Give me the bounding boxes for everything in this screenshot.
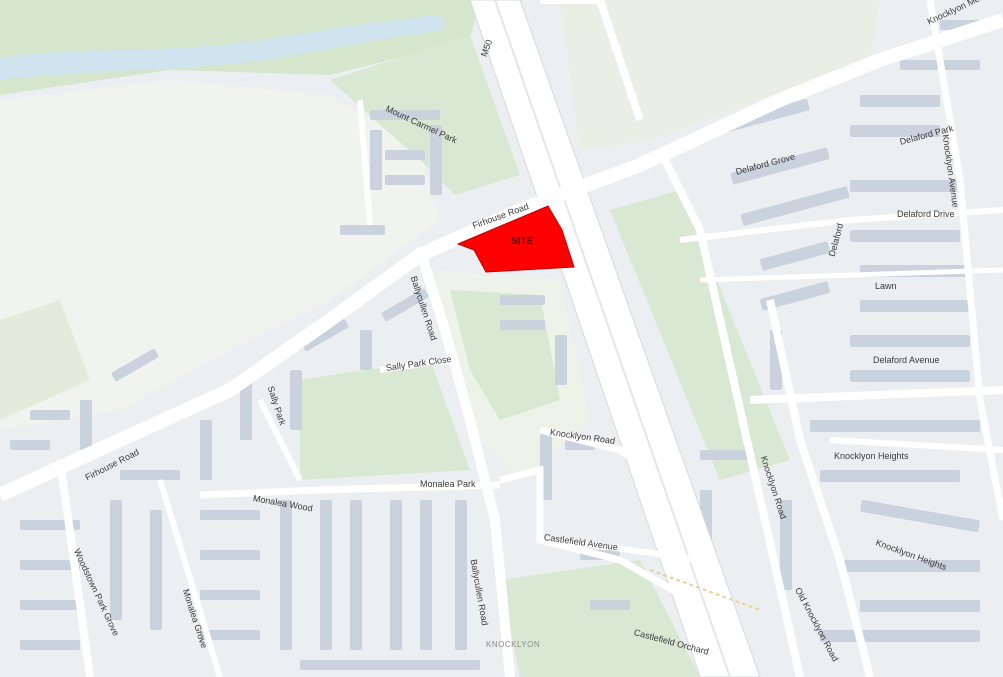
site-label[interactable]: SITE bbox=[511, 236, 534, 247]
label-delaford-drive: Delaford Drive bbox=[897, 209, 955, 219]
park-far-left bbox=[0, 300, 90, 420]
park-bottom bbox=[500, 560, 700, 677]
open-field bbox=[0, 80, 440, 430]
label-lawn: Lawn bbox=[875, 281, 897, 291]
water-river bbox=[0, 15, 445, 80]
label-delaford-avenue: Delaford Avenue bbox=[873, 355, 940, 365]
park-lower-left bbox=[300, 360, 470, 480]
label-knocklyon-heights-1: Knocklyon Heights bbox=[834, 451, 909, 461]
label-area-knocklyon: KNOCKLYON bbox=[486, 640, 541, 649]
ballycullen-road bbox=[415, 248, 515, 677]
label-monalea-park: Monalea Park bbox=[420, 479, 476, 489]
firhouse-road bbox=[0, 13, 1003, 502]
site-polygon bbox=[456, 205, 575, 273]
park-right-strip bbox=[610, 190, 790, 480]
